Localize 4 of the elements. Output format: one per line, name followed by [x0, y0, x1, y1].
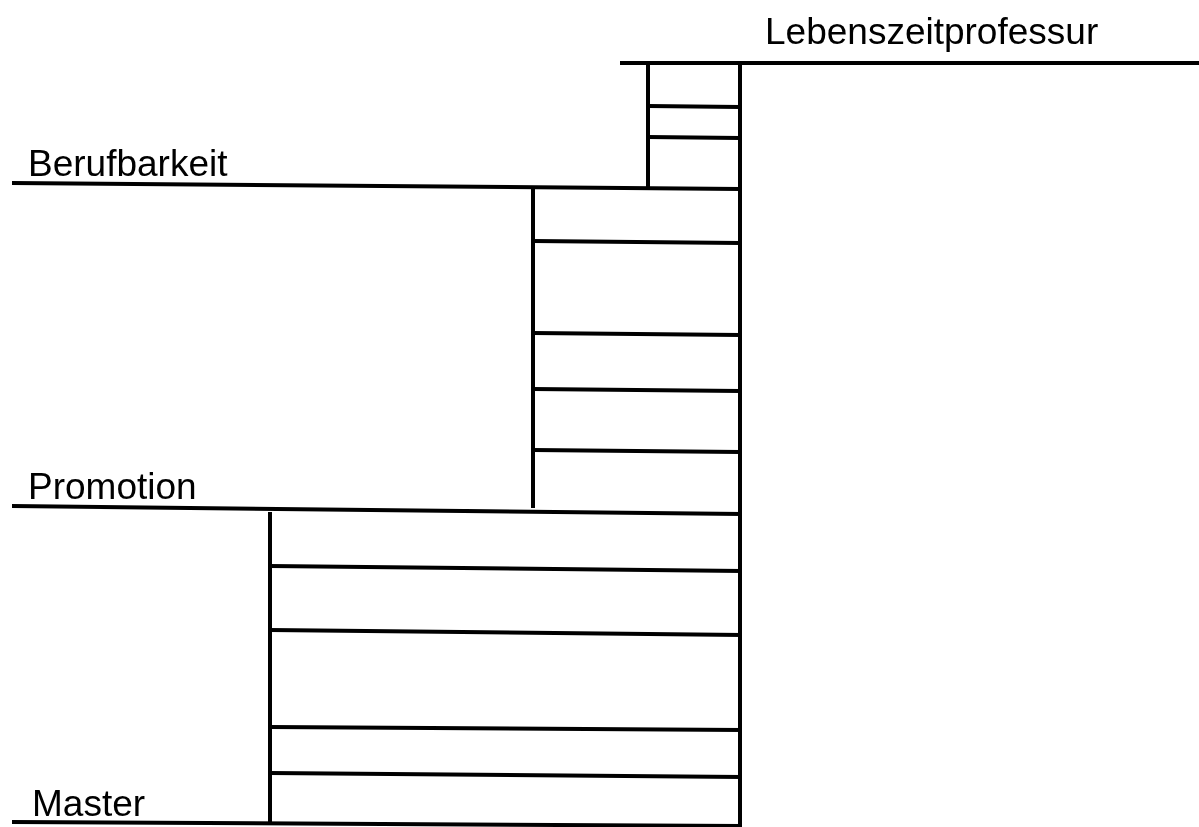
- level-label: Promotion: [28, 467, 197, 507]
- level-label: Berufbarkeit: [28, 144, 228, 184]
- level-label: Lebenszeitprofessur: [765, 12, 1099, 52]
- level-label: Master: [32, 784, 146, 824]
